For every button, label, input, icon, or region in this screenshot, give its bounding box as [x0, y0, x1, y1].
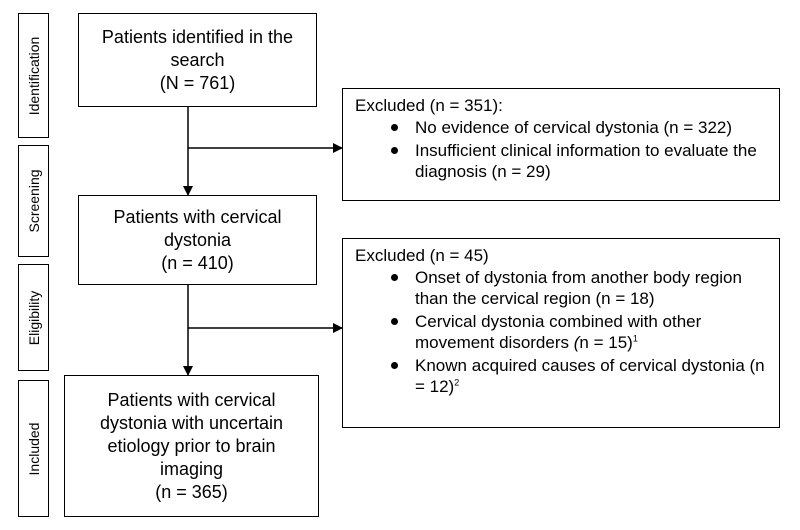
- exclusion2-item: Onset of dystonia from another body regi…: [391, 267, 767, 309]
- phase-included: Included: [18, 380, 49, 517]
- box-exclusion-2: Excluded (n = 45) Onset of dystonia from…: [342, 238, 780, 428]
- exclusion1-heading: Excluded (n = 351):: [355, 96, 503, 115]
- included-line2: dystonia with uncertain: [99, 412, 284, 433]
- included-line1: Patients with cervical: [107, 389, 276, 410]
- box-cervical: Patients with cervical dystonia (n = 410…: [78, 195, 317, 285]
- box-identified: Patients identified in the search (N = 7…: [78, 13, 317, 107]
- identified-count: (N = 761): [159, 72, 236, 93]
- included-line3: etiology prior to brain: [107, 435, 276, 456]
- exclusion2-list: Onset of dystonia from another body regi…: [355, 267, 767, 397]
- identified-line1: Patients identified in the: [101, 26, 294, 47]
- identified-line2: search: [170, 49, 225, 70]
- exclusion1-list: No evidence of cervical dystonia (n = 32…: [355, 117, 767, 182]
- cervical-count: (n = 410): [161, 252, 234, 273]
- phase-eligibility: Eligibility: [18, 264, 49, 371]
- box-exclusion-1: Excluded (n = 351): No evidence of cervi…: [342, 88, 780, 201]
- exclusion1-item: Insufficient clinical information to eva…: [391, 140, 767, 182]
- cervical-line1: Patients with cervical: [113, 206, 282, 227]
- exclusion2-item2-count: n = 15): [579, 333, 633, 352]
- included-line4: imaging: [159, 458, 224, 479]
- cervical-line2: dystonia: [163, 229, 232, 250]
- exclusion2-item: Known acquired causes of cervical dyston…: [391, 355, 767, 397]
- exclusion2-item3-text: Known acquired causes of cervical dyston…: [415, 356, 765, 396]
- included-count: (n = 365): [155, 481, 228, 502]
- box-included: Patients with cervical dystonia with unc…: [64, 375, 319, 517]
- footnote-marker-1: 1: [632, 333, 638, 344]
- phase-identification: Identification: [18, 13, 49, 138]
- exclusion1-item: No evidence of cervical dystonia (n = 32…: [391, 117, 767, 138]
- phase-screening: Screening: [18, 145, 49, 257]
- exclusion2-item2-text: Cervical dystonia combined with other mo…: [415, 312, 702, 352]
- exclusion2-item: Cervical dystonia combined with other mo…: [391, 311, 767, 353]
- phase-label-screening: Screening: [25, 169, 42, 233]
- exclusion2-heading: Excluded (n = 45): [355, 246, 489, 265]
- phase-label-included: Included: [25, 422, 42, 475]
- exclusion2-item2-paren: (: [573, 333, 580, 352]
- phase-label-identification: Identification: [25, 36, 42, 115]
- phase-label-eligibility: Eligibility: [25, 290, 42, 345]
- footnote-marker-2: 2: [454, 377, 460, 388]
